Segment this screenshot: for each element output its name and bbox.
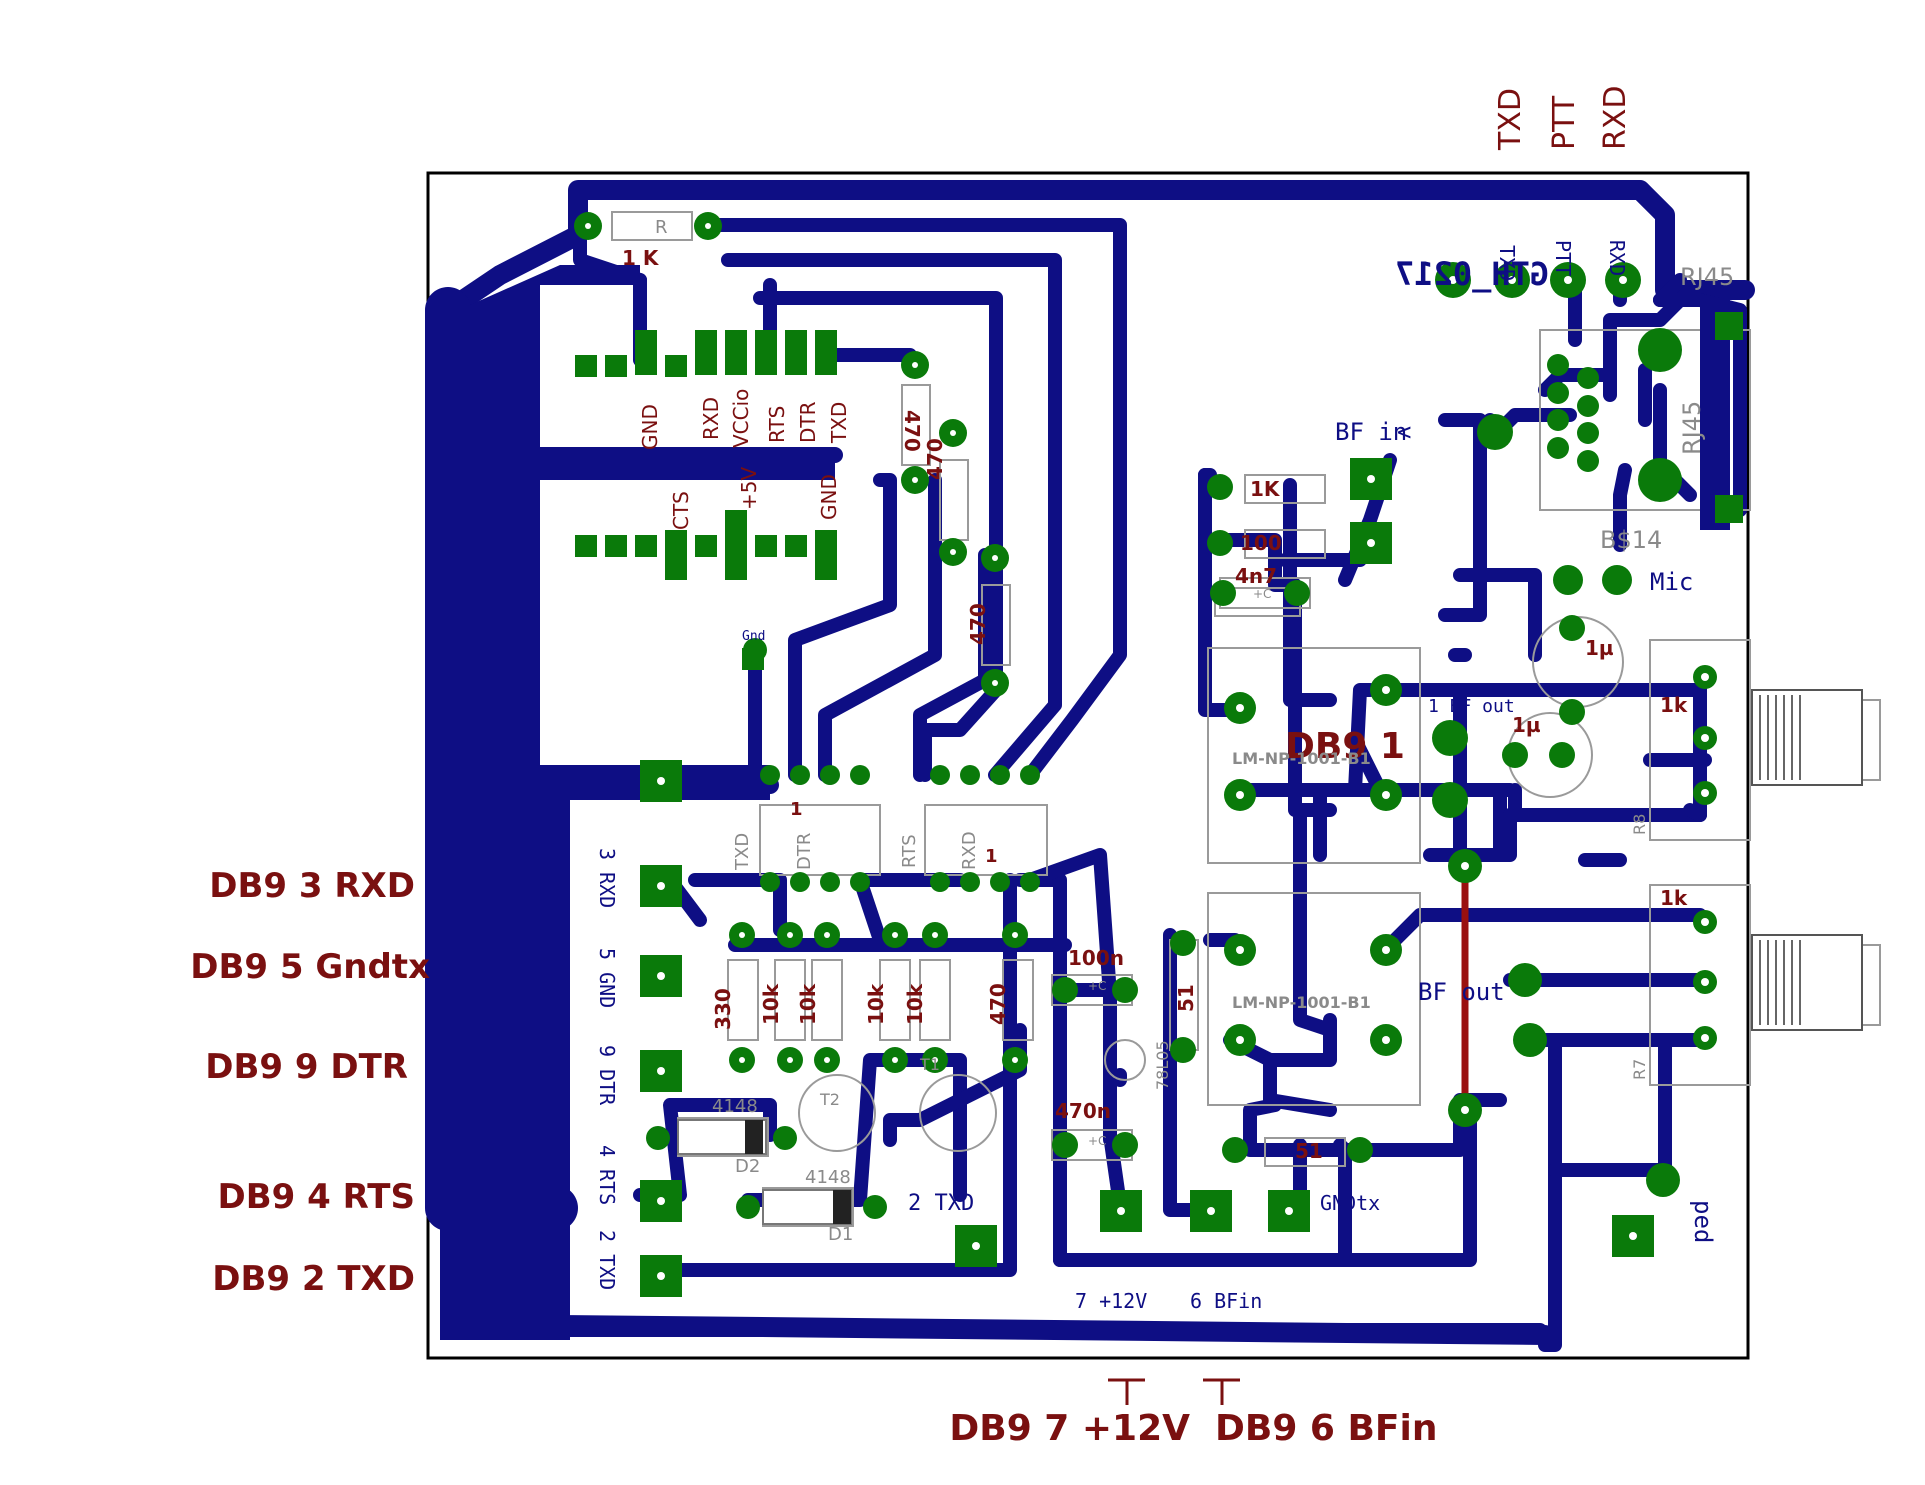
pot-1k-a-label: 1k [1660, 693, 1688, 717]
lm-np-2-label: LM-NP-1001-B1 [1232, 993, 1371, 1012]
r-330-label: 330 [711, 988, 735, 1030]
r-10k-d-label: 10k [903, 983, 927, 1025]
bottom-label-12v: 7 +12V [1075, 1289, 1147, 1313]
r8-label: R8 [1630, 814, 1649, 835]
rj45-pin-txd: TXD [1495, 245, 1519, 281]
r-10k-c-label: 10k [864, 983, 888, 1025]
bf-out-2-label: BF out [1418, 978, 1505, 1006]
round-pads [574, 212, 1717, 1280]
pads [575, 312, 1743, 1297]
t1-label: T1 [919, 1055, 940, 1074]
c-470n-plus: +C [1088, 1134, 1106, 1148]
label-db9-9-dtr: DB9 9 DTR [205, 1047, 408, 1087]
header-label-cts: CTS [669, 491, 693, 530]
header-label-txd: TXD [827, 402, 851, 444]
component-labels: 1 K R 470 470 470 1K 100 4n7 1µ 1µ 330 1… [622, 217, 1734, 1245]
header-label-gnd-2: GND [817, 474, 841, 520]
rj45-label-1: RJ45 [1680, 263, 1734, 291]
external-bottom-labels: DB9 7 +12V DB9 6 BFin [949, 1378, 1438, 1449]
label-db9-4-rts: DB9 4 RTS [218, 1177, 415, 1217]
header-label-rts: RTS [765, 406, 789, 443]
lm-np-1-label: LM-NP-1001-B1 [1232, 749, 1371, 768]
d1-value-label: 4148 [805, 1167, 851, 1188]
label-db9-7-12v: DB9 7 +12V [949, 1408, 1190, 1449]
header-label-5v: +5V [737, 467, 761, 510]
ped-label: ped [1689, 1200, 1717, 1243]
bf-out-1-label: 1 BF out [1428, 696, 1515, 717]
r-470-d-label: 470 [986, 983, 1010, 1025]
label-top-txd: TXD [1493, 88, 1528, 151]
r-51-a-label: 51 [1174, 984, 1198, 1012]
c-470n-label: 470n [1055, 1099, 1111, 1123]
c-1u-a-label: 1µ [1585, 636, 1614, 660]
label-top-rxd: RXD [1598, 86, 1633, 151]
db9-pin-3-rxd: 3 RXD [595, 848, 619, 908]
external-left-labels: DB9 3 RXD DB9 5 Gndtx DB9 9 DTR DB9 4 RT… [190, 866, 430, 1299]
mic-label: Mic [1650, 568, 1693, 596]
bf-in-arrow: < [1397, 418, 1411, 446]
external-top-labels: TXD PTT RXD [1493, 86, 1633, 152]
r-470-b-label: 470 [923, 438, 947, 480]
label-db9-5-gndtx: DB9 5 Gndtx [190, 947, 430, 987]
txd2-label: 2 TXD [908, 1191, 974, 1216]
board-title: GTH_0217 [1395, 255, 1549, 293]
rj45-label-2: RJ45 [1678, 401, 1706, 455]
label-db9-6-bfin: DB9 6 BFin [1215, 1408, 1438, 1449]
r-10k-b-label: 10k [796, 983, 820, 1025]
connector-bodies [1700, 300, 1863, 1031]
d2-label: D2 [735, 1156, 760, 1177]
r-label-1: R [655, 217, 668, 238]
r-1k-label: 1 K [622, 246, 660, 270]
ic-rts-label: RTS [899, 834, 920, 868]
d1-label: D1 [828, 1224, 853, 1245]
ic-dtr-label: DTR [794, 833, 815, 870]
r-51-b-label: 51 [1295, 1139, 1323, 1163]
header-label-vccio: VCCio [729, 389, 753, 448]
ic-rxd-label: RXD [959, 831, 980, 870]
c-100n-label: 100n [1068, 946, 1124, 970]
db9-pin-9-dtr: 9 DTR [595, 1045, 619, 1106]
ground-plane [440, 265, 835, 1340]
copper-traces [425, 180, 1755, 1352]
db9-1-label: DB9 1 [1285, 726, 1405, 767]
t2-label: T2 [819, 1090, 840, 1109]
rj45-pin-rxd: RXD [1605, 240, 1629, 276]
vreg-label: 78L05 [1153, 1040, 1172, 1090]
header-label-gnd: GND [638, 404, 662, 450]
rj45-pin-ptt: PTT [1551, 240, 1575, 276]
pot-1k-b-label: 1k [1660, 886, 1688, 910]
ic1-pin1-label: 1 [790, 799, 803, 820]
c-1u-b-label: 1µ [1512, 713, 1541, 737]
label-db9-2-txd: DB9 2 TXD [212, 1259, 415, 1299]
header-labels: GND RXD VCCio RTS DTR TXD CTS +5V GND Gn… [638, 389, 851, 644]
r7-label: R7 [1630, 1059, 1649, 1080]
header-label-rxd: RXD [699, 397, 723, 440]
ic-txd-label: TXD [732, 833, 753, 871]
label-db9-3-rxd: DB9 3 RXD [209, 866, 415, 906]
r-470-a-label: 470 [900, 410, 924, 452]
bf-in-label: BF in [1335, 418, 1407, 446]
bottom-label-bfin: 6 BFin [1190, 1289, 1262, 1313]
r-470-c-label: 470 [966, 603, 990, 645]
d2-value-label: 4148 [712, 1096, 758, 1117]
r-100-label: 100 [1240, 531, 1282, 555]
db9-pin-2-txd: 2 TXD [595, 1230, 619, 1290]
c-100n-plus: +C [1088, 979, 1106, 993]
r-1k-b-label: 1K [1250, 477, 1281, 501]
c-4n7-label: 4n7 [1235, 564, 1277, 588]
diode-bodies [677, 1119, 852, 1225]
header-label-dtr: DTR [796, 401, 820, 443]
c-4n7-plus: +C [1253, 587, 1271, 601]
db9-pin-5-gnd: 5 GND [595, 948, 619, 1008]
label-top-ptt: PTT [1547, 95, 1582, 150]
gndtx-label: GNDtx [1320, 1191, 1380, 1215]
navy-labels: TXD PTT RXD BF in < Mic 1 BF out BF out … [595, 240, 1717, 1313]
db9-pin-4-rts: 4 RTS [595, 1145, 619, 1205]
r-10k-a-label: 10k [759, 983, 783, 1025]
ic2-pin1-label: 1 [985, 846, 998, 867]
gnd-pad-label: Gnd [742, 629, 765, 644]
bs14-label: B$14 [1600, 526, 1662, 554]
